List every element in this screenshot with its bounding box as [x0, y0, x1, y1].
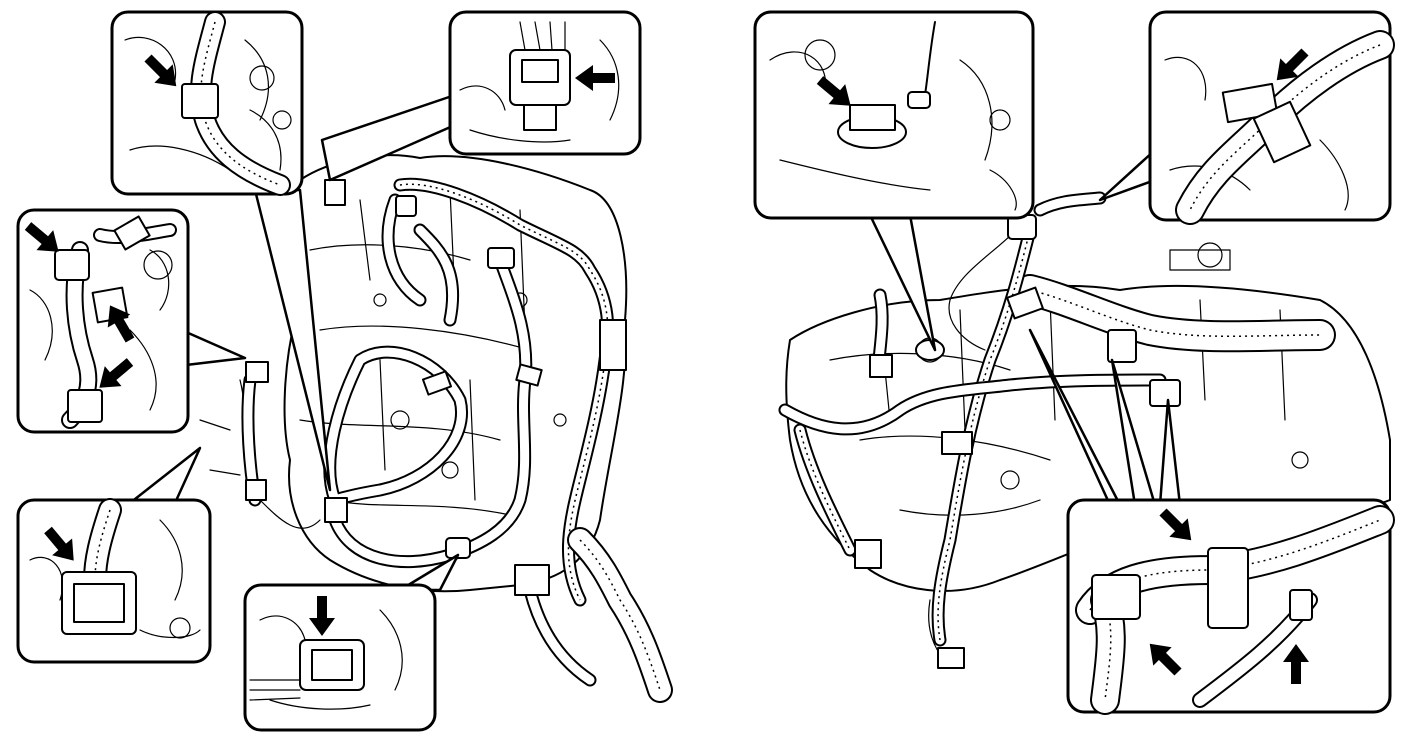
right-inset-top-right — [1098, 10, 1395, 225]
left-inset-top-left — [110, 10, 332, 492]
right-wire-harness — [778, 191, 1336, 669]
right-engine-view — [753, 10, 1395, 715]
left-inset-mid-left — [16, 208, 247, 434]
left-inset-bottom-left — [16, 446, 212, 664]
right-inset-bottom-right — [1028, 328, 1395, 715]
left-wire-harness — [241, 177, 673, 703]
right-inset-top-left — [753, 10, 1035, 352]
left-inset-bottom-center — [243, 553, 460, 732]
left-inset-top-right — [320, 10, 642, 182]
left-engine-view — [16, 10, 673, 732]
